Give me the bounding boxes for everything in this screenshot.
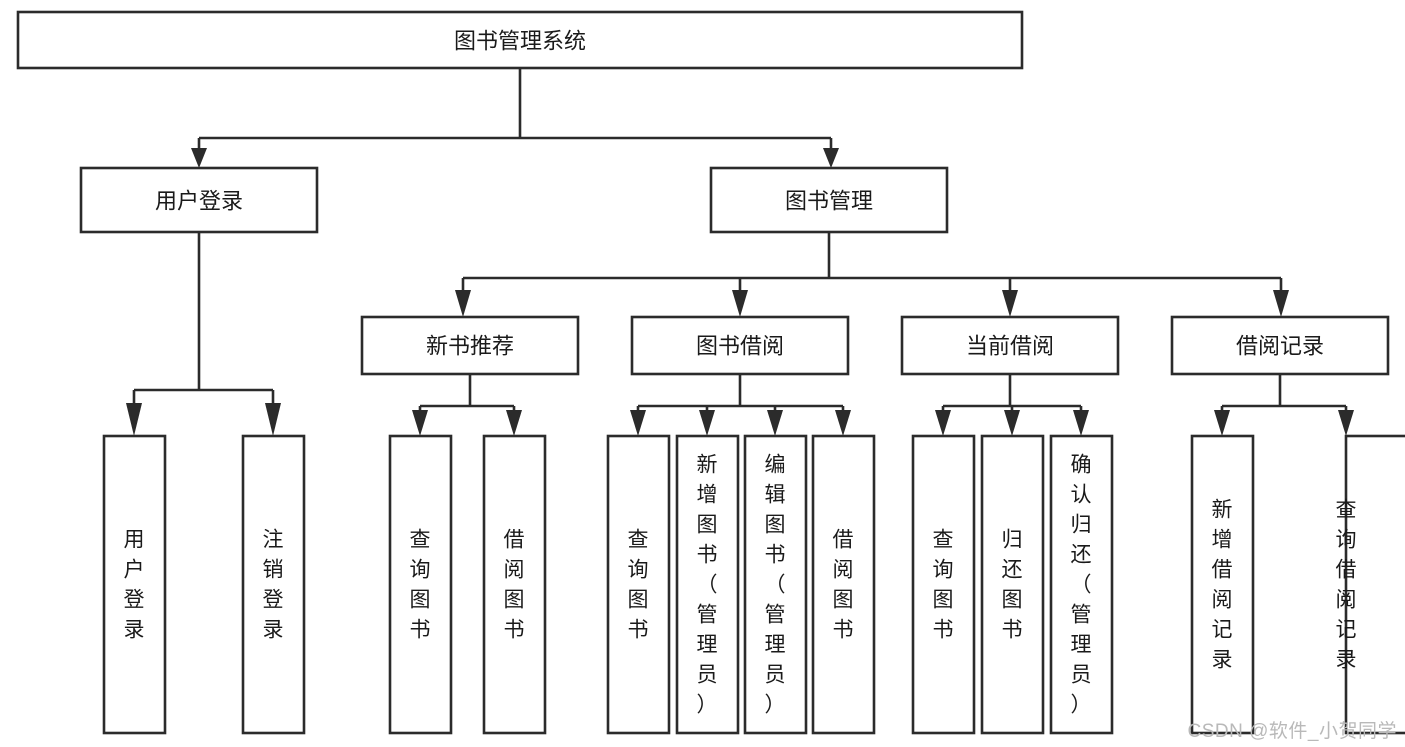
node-leaf-query-borrow-record-box[interactable] (1344, 434, 1405, 735)
node-leaf-borrow-book-new[interactable]: 借阅图书 (482, 434, 547, 735)
node-leaf-query-book-borrow-label: 查询图书 (628, 528, 649, 641)
arrowhead-leaf-add-borrow-record (1214, 410, 1230, 436)
node-leaf-query-book-current[interactable]: 查询图书 (911, 434, 976, 735)
node-leaf-confirm-return-admin-label: 确认归还（管理员） (1071, 453, 1092, 716)
node-leaf-logout-login-label: 注销登录 (263, 528, 284, 641)
node-leaf-add-book-admin[interactable]: 新增图书（管理员） (675, 434, 740, 735)
node-new-book-recommend[interactable]: 新书推荐 (360, 315, 580, 376)
node-root[interactable]: 图书管理系统 (16, 10, 1024, 70)
node-leaf-query-book-new[interactable]: 查询图书 (388, 434, 453, 735)
node-user-login[interactable]: 用户登录 (79, 166, 319, 234)
arrowhead-book-borrow (732, 290, 748, 317)
node-leaf-query-book-current-label: 查询图书 (933, 528, 954, 641)
node-leaf-user-login[interactable]: 用户登录 (102, 434, 167, 735)
node-book-manage-label: 图书管理 (785, 189, 873, 214)
node-leaf-confirm-return-admin[interactable]: 确认归还（管理员） (1049, 434, 1114, 735)
arrowhead-leaf-edit-book-admin (767, 410, 783, 436)
node-current-borrow-label: 当前借阅 (966, 334, 1054, 359)
arrowhead-leaf-borrow-book (835, 410, 851, 436)
node-leaf-query-borrow-record[interactable]: 查询借阅记录 (1336, 434, 1405, 735)
node-leaf-add-borrow-record-label: 新增借阅记录 (1212, 498, 1233, 671)
node-leaf-user-login-label: 用户登录 (124, 528, 145, 641)
arrowhead-leaf-query-book-current (935, 410, 951, 436)
node-leaf-query-book-borrow-box[interactable] (606, 434, 671, 735)
node-leaf-confirm-return-admin-box[interactable] (1049, 434, 1114, 735)
node-leaf-edit-book-admin-label: 编辑图书（管理员） (765, 453, 786, 716)
arrowhead-borrow-record (1273, 290, 1289, 317)
node-leaf-add-book-admin-label: 新增图书（管理员） (697, 453, 718, 716)
node-user-login-label: 用户登录 (155, 189, 243, 214)
node-leaf-add-book-admin-box[interactable] (675, 434, 740, 735)
node-leaf-borrow-book-new-box[interactable] (482, 434, 547, 735)
node-leaf-borrow-book[interactable]: 借阅图书 (811, 434, 876, 735)
node-leaf-return-book-label: 归还图书 (1002, 528, 1023, 641)
node-leaf-add-borrow-record-box[interactable] (1190, 434, 1255, 735)
node-leaf-edit-book-admin[interactable]: 编辑图书（管理员） (743, 434, 808, 735)
arrowhead-leaf-return-book (1004, 410, 1020, 436)
node-book-borrow[interactable]: 图书借阅 (630, 315, 850, 376)
node-leaf-user-login-box[interactable] (102, 434, 167, 735)
node-current-borrow[interactable]: 当前借阅 (900, 315, 1120, 376)
arrowhead-book-manage (823, 148, 839, 168)
arrowhead-leaf-query-borrow-record (1338, 410, 1354, 436)
node-current-borrow-box[interactable] (900, 315, 1120, 376)
node-new-book-recommend-label: 新书推荐 (426, 334, 514, 359)
node-book-borrow-box[interactable] (630, 315, 850, 376)
node-root-label: 图书管理系统 (454, 29, 586, 54)
connector-layer (126, 68, 1354, 436)
node-book-manage[interactable]: 图书管理 (709, 166, 949, 234)
node-new-book-recommend-box[interactable] (360, 315, 580, 376)
node-leaf-query-book-new-label: 查询图书 (410, 528, 431, 641)
node-leaf-borrow-book-box[interactable] (811, 434, 876, 735)
arrowhead-leaf-query-book-new (412, 410, 428, 436)
arrowhead-leaf-user-login (126, 403, 142, 436)
node-user-login-box[interactable] (79, 166, 319, 234)
node-borrow-record-label: 借阅记录 (1236, 334, 1324, 359)
node-leaf-query-book-borrow[interactable]: 查询图书 (606, 434, 671, 735)
node-borrow-record[interactable]: 借阅记录 (1170, 315, 1390, 376)
node-leaf-logout-login-box[interactable] (241, 434, 306, 735)
arrowhead-leaf-query-book-borrow (630, 410, 646, 436)
node-book-manage-box[interactable] (709, 166, 949, 234)
node-book-borrow-label: 图书借阅 (696, 334, 784, 359)
node-leaf-borrow-book-label: 借阅图书 (833, 528, 854, 641)
node-leaf-return-book-box[interactable] (980, 434, 1045, 735)
node-leaf-return-book[interactable]: 归还图书 (980, 434, 1045, 735)
node-root-box[interactable] (16, 10, 1024, 70)
arrowhead-current-borrow (1002, 290, 1018, 317)
node-borrow-record-box[interactable] (1170, 315, 1390, 376)
arrowhead-leaf-confirm-return-admin (1073, 410, 1089, 436)
node-leaf-logout-login[interactable]: 注销登录 (241, 434, 306, 735)
node-leaf-query-borrow-record-label: 查询借阅记录 (1336, 498, 1357, 671)
arrowhead-leaf-add-book-admin (699, 410, 715, 436)
node-leaf-add-borrow-record[interactable]: 新增借阅记录 (1190, 434, 1255, 735)
arrowhead-new-book-recommend (455, 290, 471, 317)
node-leaf-query-book-current-box[interactable] (911, 434, 976, 735)
node-leaf-edit-book-admin-box[interactable] (743, 434, 808, 735)
node-leaf-query-book-new-box[interactable] (388, 434, 453, 735)
arrowhead-user-login (191, 148, 207, 168)
node-leaf-borrow-book-new-label: 借阅图书 (504, 528, 525, 641)
arrowhead-leaf-borrow-book-new (506, 410, 522, 436)
arrowhead-leaf-logout-login (265, 403, 281, 436)
